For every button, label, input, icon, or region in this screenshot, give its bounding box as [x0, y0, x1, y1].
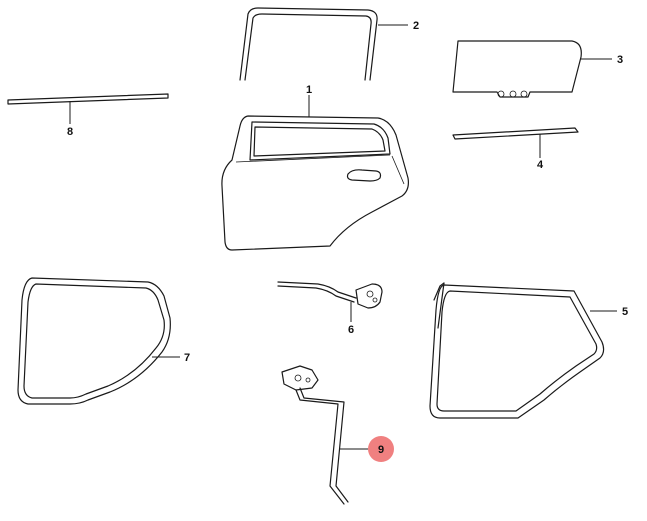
callout-2[interactable]: 2 [413, 20, 419, 32]
part-4-belt-molding[interactable] [452, 127, 579, 140]
part-3-door-glass[interactable] [452, 40, 582, 98]
callout-3[interactable]: 3 [617, 54, 623, 66]
callout-9[interactable]: 9 [378, 444, 384, 456]
part-2-window-channel[interactable] [239, 7, 378, 81]
part-5-frame-seal[interactable] [429, 282, 605, 419]
part-6-door-lock[interactable] [277, 281, 383, 309]
callout-7[interactable]: 7 [184, 352, 190, 364]
callout-9-highlight[interactable] [368, 436, 394, 462]
callout-6[interactable]: 6 [348, 324, 354, 336]
part-7-door-weatherstrip[interactable] [17, 277, 171, 405]
part-9-regulator-rod[interactable] [281, 365, 349, 505]
callout-4[interactable]: 4 [537, 159, 544, 171]
part-1-rear-door[interactable] [221, 115, 409, 251]
callout-5[interactable]: 5 [622, 306, 628, 318]
callout-8[interactable]: 8 [67, 126, 73, 138]
part-8-belt-molding[interactable] [7, 93, 169, 105]
callout-1[interactable]: 1 [306, 84, 312, 96]
